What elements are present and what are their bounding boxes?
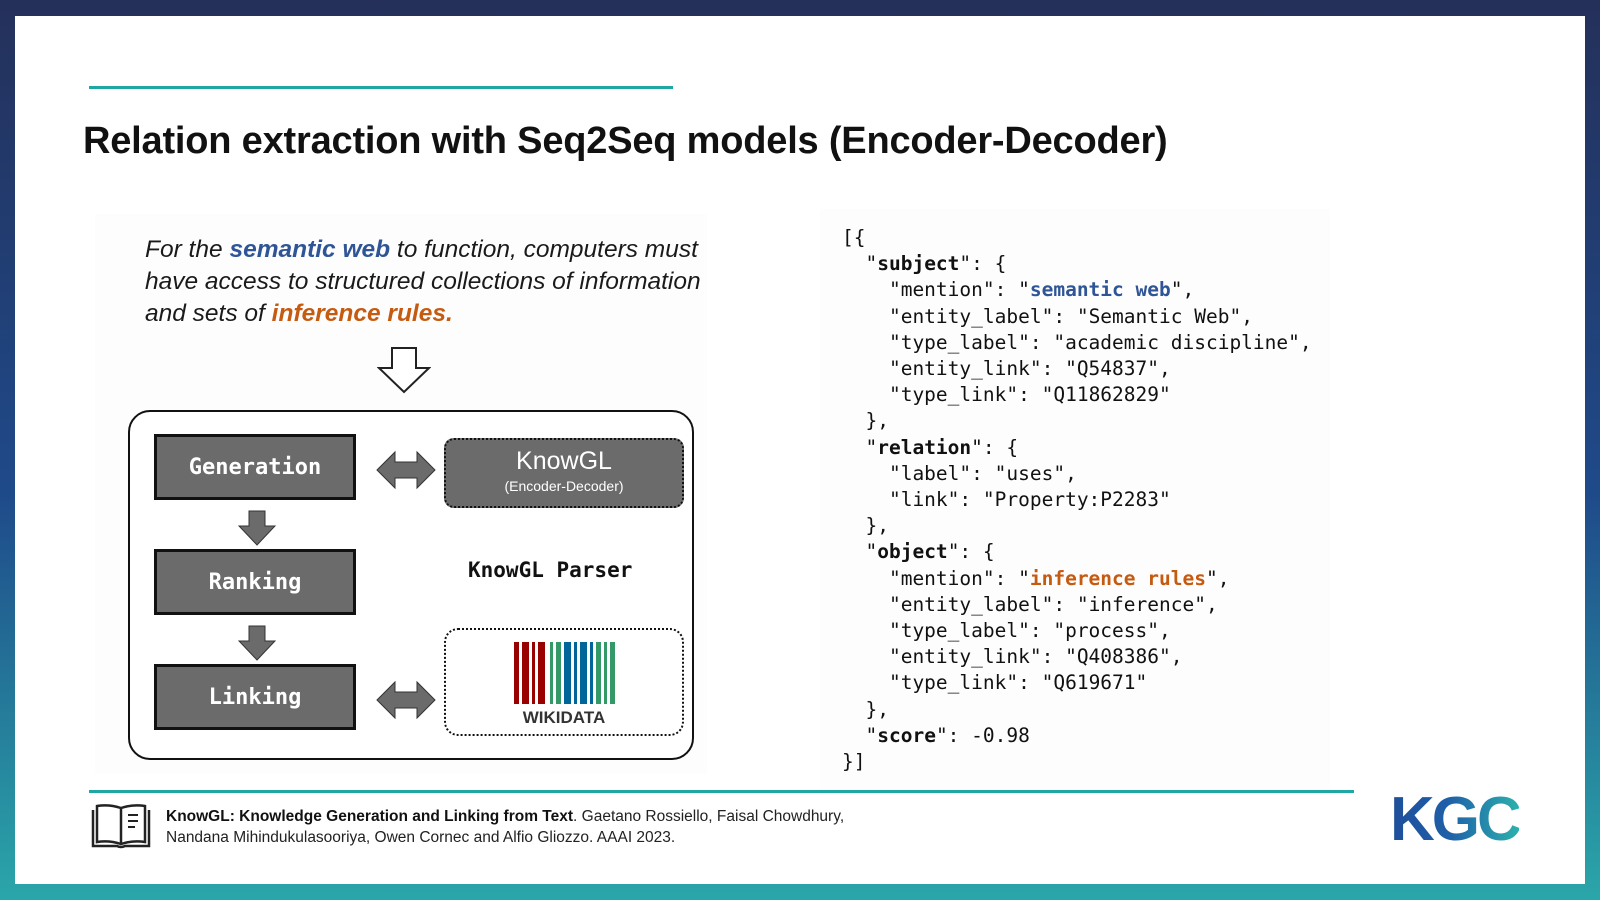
down-arrow-icon xyxy=(238,510,276,546)
wikidata-box: WIKIDATA xyxy=(444,628,684,736)
slide-title: Relation extraction with Seq2Seq models … xyxy=(83,120,1168,162)
slide: Relation extraction with Seq2Seq models … xyxy=(15,16,1585,884)
json-key: mention xyxy=(900,566,983,590)
json-key: type_label xyxy=(900,330,1019,354)
generation-step: Generation xyxy=(154,434,356,500)
top-accent-rule xyxy=(89,86,673,89)
object-entity-label-value: inference xyxy=(1088,592,1195,616)
bottom-accent-rule xyxy=(89,790,1354,793)
score-key: score xyxy=(877,723,936,747)
json-key: type_link xyxy=(900,383,1007,407)
ranking-step: Ranking xyxy=(154,549,356,615)
reference-title: KnowGL: Knowledge Generation and Linking… xyxy=(166,808,574,825)
parser-label: KnowGL Parser xyxy=(468,558,633,582)
sentence-subject-highlight: semantic web xyxy=(229,236,391,263)
object-type-label-value: process xyxy=(1065,619,1148,643)
json-key: entity_label xyxy=(900,592,1042,616)
wikidata-wordmark: WIKIDATA xyxy=(522,708,606,727)
subject-type-link-value: Q11862829 xyxy=(1053,383,1160,407)
model-subtitle: (Encoder-Decoder) xyxy=(504,478,624,494)
down-outline-arrow-icon xyxy=(377,347,431,394)
sentence-object-highlight: inference rules. xyxy=(271,300,453,327)
json-close: }] xyxy=(842,750,866,774)
paper-reference: KnowGL: Knowledge Generation and Linking… xyxy=(166,806,1066,848)
down-arrow-icon xyxy=(238,625,276,661)
json-open: [{ xyxy=(842,226,866,249)
relation-label-value: uses xyxy=(1006,461,1054,485)
subject-entity-label-value: Semantic Web xyxy=(1088,304,1230,328)
json-key: link xyxy=(900,488,948,512)
relation-key: relation xyxy=(877,435,972,459)
object-key: object xyxy=(877,540,948,564)
subject-type-label-value: academic discipline xyxy=(1065,330,1289,354)
json-code-block: [{ "subject": { "mention": "semantic web… xyxy=(842,226,1312,774)
object-mention-value: inference rules xyxy=(1029,566,1206,590)
object-type-link-value: Q619671 xyxy=(1053,671,1136,695)
sentence-part-2: to function, computers must have access … xyxy=(145,236,701,327)
book-icon xyxy=(91,804,151,849)
object-entity-link-value: Q408386 xyxy=(1076,645,1159,669)
score-value: -0.98 xyxy=(971,723,1030,747)
json-output-panel: [{ "subject": { "mention": "semantic web… xyxy=(820,209,1330,794)
json-key: entity_label xyxy=(900,304,1042,328)
knowgl-parser-box: Generation Ranking Linking KnowGL (Encod… xyxy=(128,410,694,760)
knowgl-model-box: KnowGL (Encoder-Decoder) xyxy=(444,438,684,508)
json-key: entity_link xyxy=(900,357,1030,381)
relation-link-value: Property:P2283 xyxy=(994,488,1160,512)
sentence-part-1: For the xyxy=(145,236,230,263)
subject-mention-value: semantic web xyxy=(1029,278,1171,302)
json-key: mention xyxy=(900,278,983,302)
wikidata-barcode-icon xyxy=(514,642,615,704)
linking-step: Linking xyxy=(154,664,356,730)
double-headed-arrow-icon xyxy=(376,680,436,720)
reference-authors-line2: Nandana Mihindukulasooriya, Owen Cornec … xyxy=(166,829,676,846)
knowgl-figure: For the semantic web to function, comput… xyxy=(95,214,707,774)
subject-entity-link-value: Q54837 xyxy=(1076,357,1148,381)
double-headed-arrow-icon xyxy=(376,450,436,490)
json-key: label xyxy=(900,461,960,485)
json-key: type_link xyxy=(900,671,1007,695)
subject-key: subject xyxy=(877,252,960,276)
kgc-logo: KGC xyxy=(1390,785,1522,854)
json-key: entity_link xyxy=(900,645,1030,669)
json-key: type_label xyxy=(900,619,1019,643)
example-sentence: For the semantic web to function, comput… xyxy=(145,234,705,330)
model-name: KnowGL xyxy=(516,447,612,475)
reference-authors-line1: . Gaetano Rossiello, Faisal Chowdhury, xyxy=(573,808,845,825)
